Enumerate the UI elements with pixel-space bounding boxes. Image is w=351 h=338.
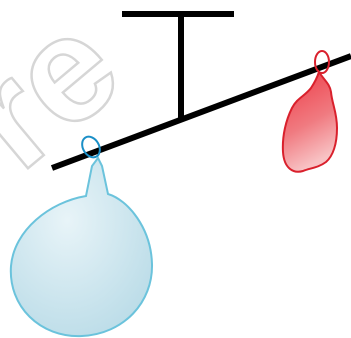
deflated-balloon-body <box>283 72 337 172</box>
watermark: re <box>0 0 149 200</box>
watermark-text: re <box>0 0 149 200</box>
